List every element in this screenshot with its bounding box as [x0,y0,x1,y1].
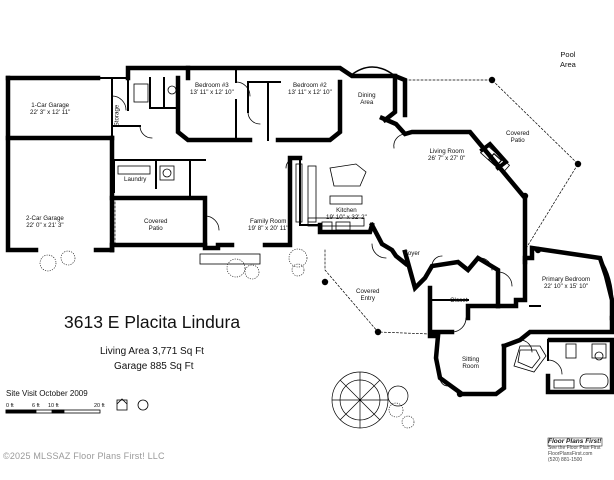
room-label-kitchen: Kitchen 19' 10" x 32' 2" [326,207,367,221]
site-visit-text: Site Visit October 2009 [6,389,88,398]
room-label-covered-patio-east: Covered Patio [506,130,529,144]
room-dims: 13' 11" x 12' 10" [288,89,332,96]
brand-tagline: See the Floor Plan First [548,445,601,451]
room-name: Covered [356,288,380,295]
room-dims: 22' 0" x 21' 3" [26,222,64,229]
scale-label-10: 10 ft [48,403,59,409]
scale-label-20: 20 ft [94,403,105,409]
room-dims: 19' 8" x 20' 11" [248,225,289,232]
room-name: Covered [506,130,530,137]
room-name: 1-Car Garage [31,102,70,109]
brand-website: FloorPlansFirst.com [548,451,593,457]
room-dims: Patio [148,225,163,232]
brand-phone: (520) 881-1500 [548,457,583,463]
room-dims: 13' 11" x 12' 10" [190,89,234,96]
room-name: Foyer [404,250,420,257]
room-name: Laundry [124,176,147,183]
room-label-dining-area: Dining Area [358,92,376,106]
copyright-watermark: ©2025 MLSSAZ Floor Plans First! LLC [3,451,165,461]
room-name: Family Room [249,218,287,225]
room-dims: 19' 10" x 32' 2" [326,214,367,221]
room-name: Storage [113,104,121,127]
room-label-living-room: Living Room 26' 7" x 27' 0" [428,148,465,162]
room-name: Kitchen [336,207,357,214]
scale-label-0: 0 ft [6,403,14,409]
room-label-pool-area: Pool Area [560,50,576,70]
room-dims: 26' 7" x 27' 0" [428,155,466,162]
room-label-bedroom-2: Bedroom #2 13' 11" x 12' 10" [288,82,332,96]
room-name: Living Room [429,148,464,155]
room-label-storage: Storage [113,105,120,127]
brand-logo: Floor Plans First! See the Floor Plan Fi… [548,438,602,463]
room-dims: 22' 3" x 12' 11" [30,109,71,116]
brand-name: Floor Plans First! [548,438,602,445]
garage-area-text: Garage 885 Sq Ft [114,361,194,372]
room-dims: 22' 10" x 15' 10" [543,283,589,290]
room-label-1-car-garage: 1-Car Garage 22' 3" x 12' 11" [30,102,70,116]
room-label-sitting-room: Sitting Room [462,356,479,370]
scale-label-6: 6 ft [32,403,40,409]
room-label-family-room: Family Room 19' 8" x 20' 11" [248,218,288,232]
room-name: 2-Car Garage [26,215,64,222]
room-label-covered-patio-west: Covered Patio [144,218,167,232]
room-label-covered-entry: Covered Entry [356,288,379,302]
room-label-laundry: Laundry [124,176,146,183]
room-label-closet: Closet [450,297,468,304]
room-name: Closet [450,297,468,304]
room-name: Sitting [462,356,480,363]
room-name: Bedroom #3 [195,82,229,89]
room-dims: Room [462,363,479,370]
room-dims: Patio [510,137,525,144]
living-area-text: Living Area 3,771 Sq Ft [100,346,204,357]
property-address: 3613 E Placita Lindura [64,312,241,332]
room-label-primary-bedroom: Primary Bedroom 22' 10" x 15' 10" [542,276,590,290]
room-dims: Area [560,60,576,69]
room-name: Pool [560,50,576,59]
room-dims: Entry [360,295,375,302]
room-name: Covered [144,218,168,225]
room-name: Dining [358,92,376,99]
room-dims: Area [360,99,374,106]
room-label-foyer: Foyer [404,250,420,257]
room-label-bedroom-3: Bedroom #3 13' 11" x 12' 10" [190,82,234,96]
room-label-2-car-garage: 2-Car Garage 22' 0" x 21' 3" [26,215,64,229]
room-name: Bedroom #2 [293,82,327,89]
room-name: Primary Bedroom [542,276,591,283]
